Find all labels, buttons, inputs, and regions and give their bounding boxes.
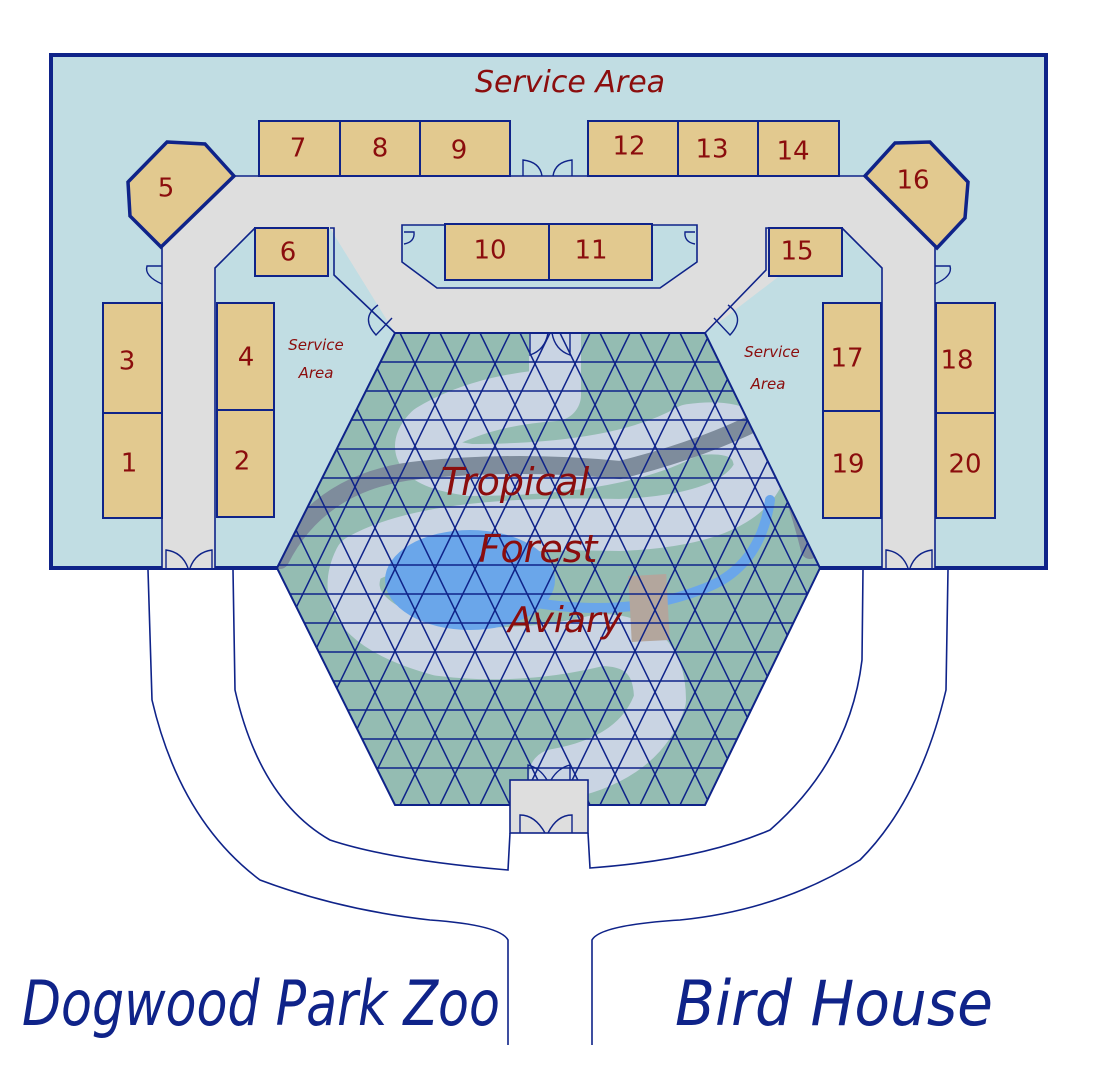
door-icon [165,549,189,569]
room-6[interactable] [254,227,329,277]
door-icon [189,549,213,569]
entry-vestibule[interactable] [509,779,589,834]
room-2[interactable] [216,409,275,518]
room-10-label: 10 [473,236,506,266]
rooms [102,120,996,519]
room-11-label: 11 [574,236,607,266]
room-11[interactable] [548,223,653,281]
door-icon [909,549,933,569]
room-4-label: 4 [238,343,255,373]
service-area-top-label: Service Area [475,65,665,100]
zoo-title: Dogwood Park Zoo [22,967,500,1040]
room-13-label: 13 [695,135,728,165]
room-15-label: 15 [780,237,813,267]
door-icon [885,549,909,569]
room-12[interactable] [587,120,679,177]
room-14[interactable] [757,120,840,177]
room-14-label: 14 [776,137,809,167]
room-5[interactable] [126,140,237,250]
room-5-label: 5 [158,174,175,204]
door-icon [713,304,739,337]
room-16-label: 16 [896,166,929,196]
room-16[interactable] [862,140,970,251]
room-13[interactable] [677,120,759,177]
room-7[interactable] [258,120,341,177]
aviary-label-line2: Forest [479,527,600,571]
room-8[interactable] [339,120,421,177]
room-7-label: 7 [290,134,307,164]
room-9-label: 9 [451,136,468,166]
door-icon [684,231,696,245]
door-icon [522,159,543,177]
room-3-label: 3 [119,347,136,377]
room-20-label: 20 [948,450,981,480]
room-4[interactable] [216,302,275,411]
room-17[interactable] [822,302,882,412]
room-18[interactable] [935,302,996,414]
room-6-label: 6 [280,238,297,268]
room-17-label: 17 [830,344,863,374]
room-1[interactable] [102,412,163,519]
aviary-hut [628,574,670,642]
room-15[interactable] [768,227,843,277]
service-area-right-label: Service [744,343,799,361]
aviary-label-line3: Aviary [506,600,623,641]
service-area-left-label-2: Area [298,364,334,382]
room-12-label: 12 [612,132,645,162]
room-3[interactable] [102,302,163,414]
room-2-label: 2 [234,447,251,477]
room-20[interactable] [935,412,996,519]
service-area-left-label: Service [288,336,343,354]
door-icon [145,265,163,285]
doors [145,159,952,569]
room-19[interactable] [822,410,882,519]
aviary-label-line1: Tropical [441,460,590,504]
hallways [162,176,935,568]
room-18-label: 18 [940,346,973,376]
door-icon [552,159,573,177]
service-area-right-label-2: Area [750,375,786,393]
room-1-label: 1 [121,449,138,479]
room-9[interactable] [419,120,511,177]
outdoor-paths [147,569,949,1045]
door-icon [403,231,415,245]
door-icon [934,265,952,285]
room-8-label: 8 [372,134,389,164]
room-19-label: 19 [831,450,864,480]
bird-house-title: Bird House [675,967,993,1040]
door-icon [367,304,393,337]
